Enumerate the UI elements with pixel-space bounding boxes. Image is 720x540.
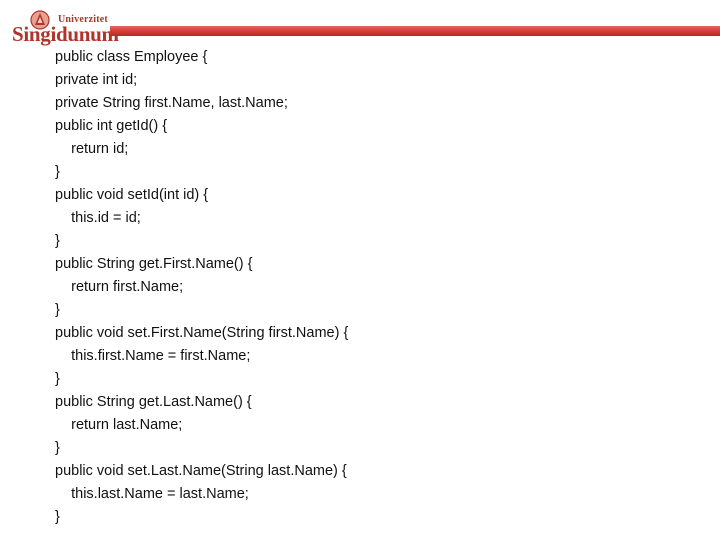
code-line: } [55, 509, 60, 525]
code-line: public String get.Last.Name() { [55, 394, 252, 410]
code-line: } [55, 164, 60, 180]
code-line: private int id; [55, 72, 138, 88]
code-line: } [55, 440, 60, 456]
code-line: } [55, 233, 60, 249]
code-line: public void setId(int id) { [55, 187, 209, 203]
logo-name: Singidunum [12, 22, 119, 46]
slide-header: Univerzitet Singidunum [0, 0, 720, 50]
code-line: return id; [55, 141, 129, 157]
code-line: public void set.First.Name(String first.… [55, 325, 349, 341]
header-bar [110, 26, 720, 36]
code-line: private String first.Name, last.Name; [55, 95, 288, 111]
code-line: } [55, 302, 60, 318]
code-line: this.last.Name = last.Name; [55, 486, 249, 502]
university-emblem-icon [30, 10, 50, 30]
code-line: public int getId() { [55, 118, 168, 134]
code-line: return last.Name; [55, 417, 183, 433]
code-line: this.first.Name = first.Name; [55, 348, 251, 364]
code-line: public class Employee { [55, 49, 208, 65]
logo-subtitle: Univerzitet [58, 14, 108, 25]
code-line: public void set.Last.Name(String last.Na… [55, 463, 347, 479]
code-line: return first.Name; [55, 279, 184, 295]
code-line: this.id = id; [55, 210, 141, 226]
university-logo: Univerzitet Singidunum [10, 10, 119, 46]
code-line: public String get.First.Name() { [55, 256, 253, 272]
code-line: } [55, 371, 60, 387]
code-block: public class Employee { private int id; … [55, 46, 695, 529]
